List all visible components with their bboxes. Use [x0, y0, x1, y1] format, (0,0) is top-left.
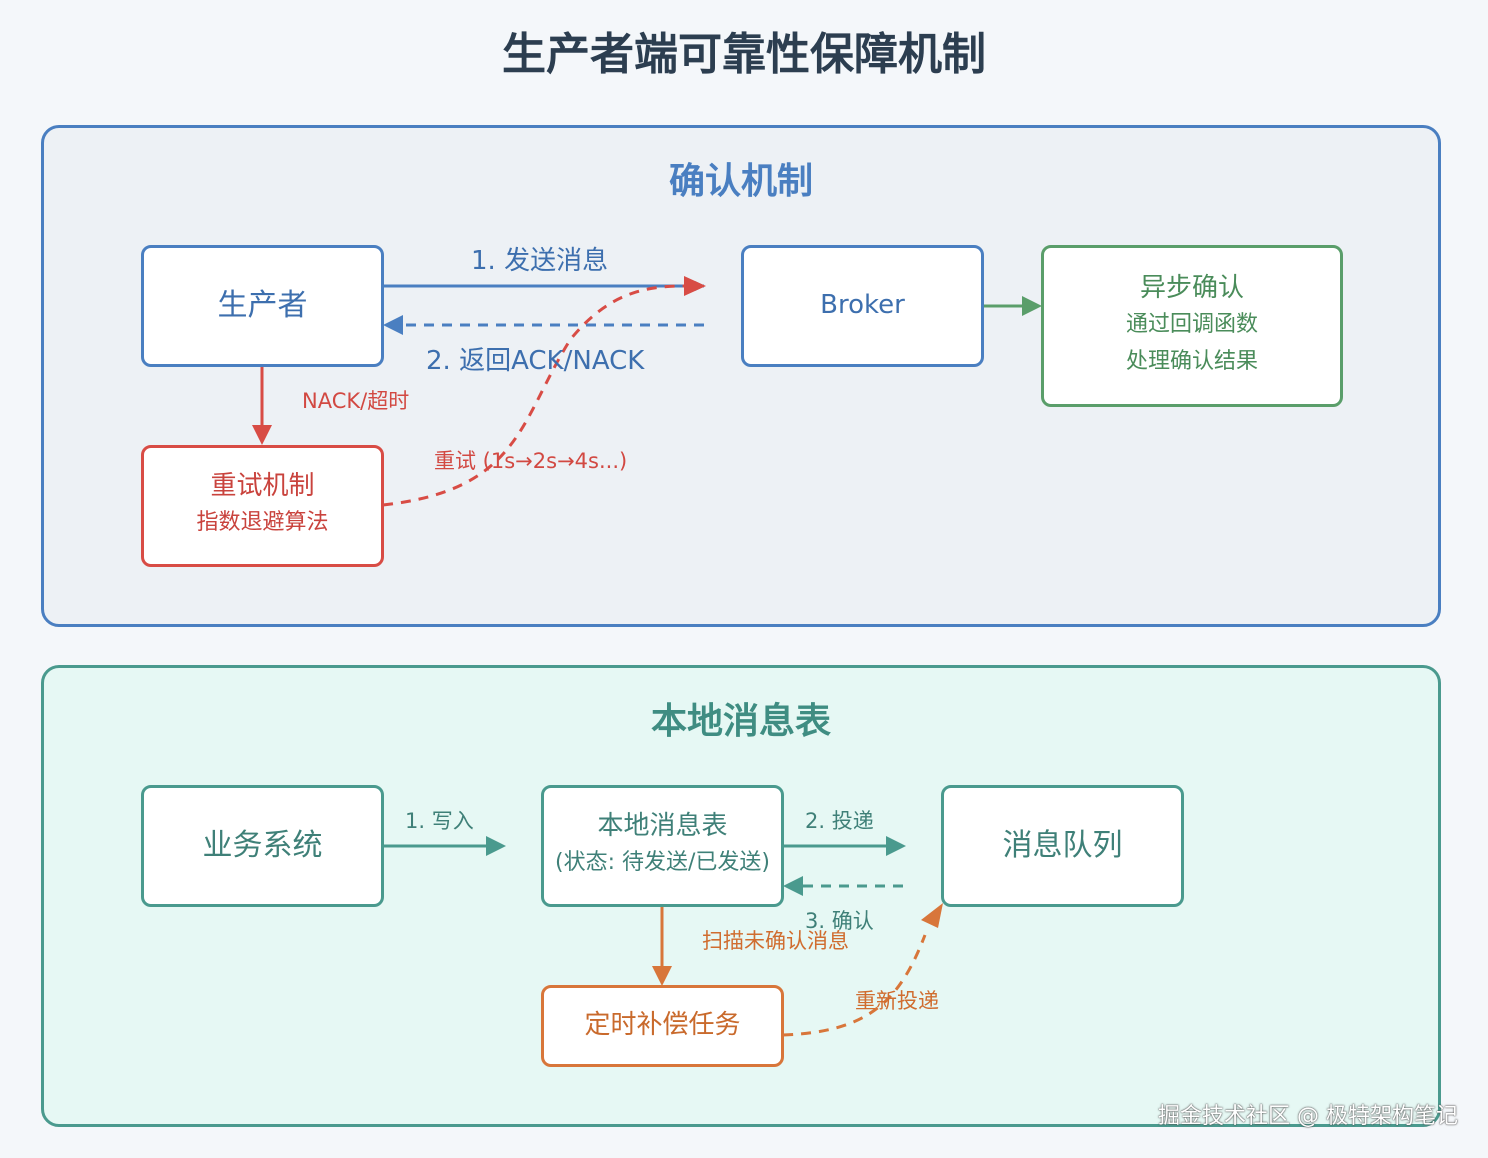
redeliver-arrowhead [921, 903, 943, 928]
return-label: 2. 返回ACK/NACK [426, 346, 645, 376]
write-arrowhead [486, 836, 506, 856]
broker-label: Broker [820, 290, 905, 321]
confirm-label: 3. 确认 [805, 909, 874, 933]
retry-subtitle: 指数退避算法 [196, 510, 329, 536]
compensation-task-label: 定时补偿任务 [584, 1010, 741, 1041]
business-system-node: 业务系统 [141, 785, 384, 907]
message-queue-label: 消息队列 [1002, 828, 1123, 863]
redeliver-curve [782, 934, 927, 1037]
confirm-arrowhead [783, 876, 803, 896]
redeliver-label: 重新投递 [855, 989, 939, 1013]
send-label: 1. 发送消息 [471, 246, 609, 276]
return-ack-arrowhead [383, 315, 403, 335]
business-system-label: 业务系统 [202, 828, 323, 863]
async-confirm-title: 异步确认 [1139, 272, 1244, 303]
watermark: 掘金技术社区 @ 极特架构笔记 [1158, 1104, 1458, 1129]
page-title: 生产者端可靠性保障机制 [502, 29, 986, 80]
message-queue-node: 消息队列 [941, 785, 1184, 907]
retry-label: 重试 (1s→2s→4s...) [434, 449, 628, 473]
async-confirm-line2: 处理确认结果 [1125, 348, 1258, 374]
scan-arrowhead [652, 966, 672, 986]
local-panel-title: 本地消息表 [650, 701, 831, 742]
producer-label: 生产者 [217, 288, 308, 323]
broker-to-async-arrowhead [1022, 296, 1042, 316]
local-table-node: 本地消息表 (状态: 待发送/已发送) [541, 785, 784, 907]
deliver-label: 2. 投递 [805, 809, 874, 833]
deliver-arrowhead [886, 836, 906, 856]
nack-label: NACK/超时 [302, 389, 410, 413]
producer-node: 生产者 [141, 245, 384, 367]
broker-node: Broker [741, 245, 984, 367]
async-confirm-line1: 通过回调函数 [1125, 311, 1258, 337]
scan-label: 扫描未确认消息 [702, 929, 849, 953]
local-table-title: 本地消息表 [597, 811, 728, 842]
local-table-subtitle: (状态: 待发送/已发送) [555, 850, 770, 876]
send-arrowhead [684, 276, 706, 296]
retry-node: 重试机制 指数退避算法 [141, 445, 384, 567]
retry-title: 重试机制 [210, 471, 315, 502]
retry-curve [382, 284, 687, 507]
async-confirm-node: 异步确认 通过回调函数 处理确认结果 [1041, 245, 1343, 407]
nack-arrowhead [252, 425, 272, 445]
compensation-task-node: 定时补偿任务 [541, 985, 784, 1067]
ack-panel-title: 确认机制 [668, 161, 813, 202]
write-label: 1. 写入 [405, 809, 474, 833]
